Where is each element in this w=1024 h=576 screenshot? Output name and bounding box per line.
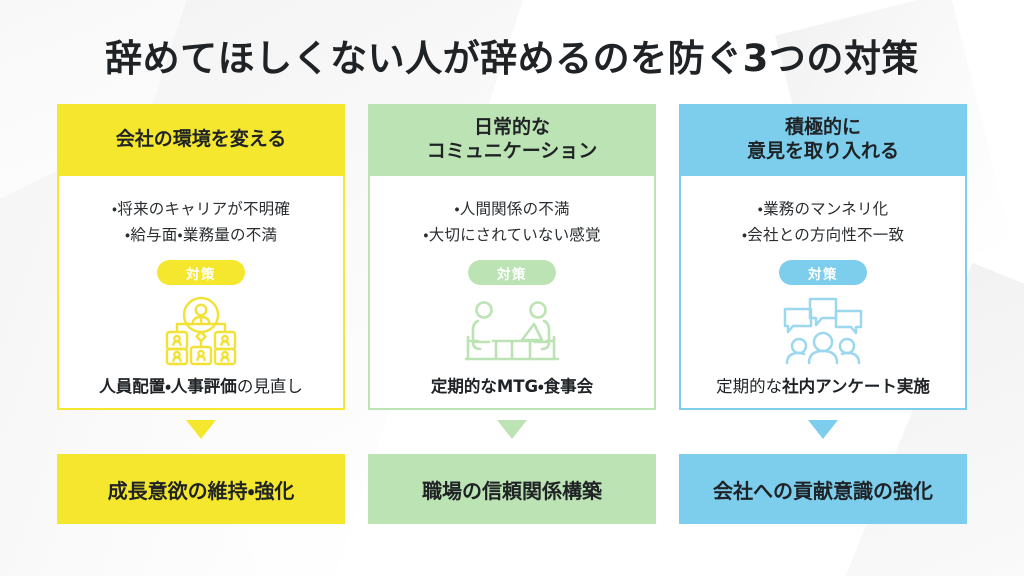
measure-column-3: 積極的に 意見を取り入れる ・業務のマンネリ化 ・会社との方向性不一致 対策 [679, 104, 967, 410]
arrow-slot-2 [368, 420, 656, 439]
solution-light: の見直し [236, 377, 303, 397]
measure-columns: 会社の環境を変える ・将来のキャリアが不明確 ・給与面・業務量の不満 対策 [57, 104, 967, 410]
solution-text-2: 定期的なMTG・食事会 [431, 373, 593, 397]
measure-card-1: 会社の環境を変える ・将来のキャリアが不明確 ・給与面・業務量の不満 対策 [57, 104, 345, 410]
card-header-line: 会社の環境を変える [115, 128, 287, 151]
solution-text-1: 人員配置・人事評価の見直し [99, 373, 303, 397]
solution-text-3: 定期的な社内アンケート実施 [716, 373, 930, 397]
down-arrow-icon-2 [497, 420, 527, 439]
result-box-1: 成長意欲の維持・強化 [57, 454, 345, 524]
icon-wrap-2 [462, 293, 562, 369]
card-body-3: ・業務のマンネリ化 ・会社との方向性不一致 対策 [681, 176, 965, 408]
issue-item: ・給与面・業務量の不満 [124, 225, 278, 244]
arrow-slot-1 [57, 420, 345, 439]
issue-item: ・人間関係の不満 [454, 200, 570, 218]
solution-strong: 定期的なMTG・食事会 [430, 377, 594, 397]
measure-card-2: 日常的な コミュニケーション ・人間関係の不満 ・大切にされていない感覚 対策 [368, 104, 656, 410]
card-header-2: 日常的な コミュニケーション [370, 104, 654, 176]
card-body-1: ・将来のキャリアが不明確 ・給与面・業務量の不満 対策 [59, 176, 343, 408]
card-header-line: コミュニケーション [426, 140, 598, 162]
result-row: 成長意欲の維持・強化 職場の信頼関係構築 会社への貢献意識の強化 [57, 454, 967, 524]
survey-speech-bubbles-icon [783, 298, 863, 365]
issue-item: ・業務のマンネリ化 [757, 200, 889, 218]
measure-column-1: 会社の環境を変える ・将来のキャリアが不明確 ・給与面・業務量の不満 対策 [57, 104, 345, 410]
issue-item: ・大切にされていない感覚 [423, 225, 601, 244]
measure-card-3: 積極的に 意見を取り入れる ・業務のマンネリ化 ・会社との方向性不一致 対策 [679, 104, 967, 410]
card-header-3: 積極的に 意見を取り入れる [681, 104, 965, 176]
solution-strong: 社内アンケート実施 [782, 377, 930, 397]
meeting-table-icon [464, 301, 560, 361]
issue-item: ・将来のキャリアが不明確 [111, 200, 291, 218]
org-chart-icon [165, 297, 237, 366]
arrow-row [57, 420, 967, 439]
issue-item: ・会社との方向性不一致 [741, 225, 905, 244]
result-box-3: 会社への貢献意識の強化 [679, 454, 967, 524]
countermeasure-badge-1: 対策 [157, 260, 245, 286]
down-arrow-icon-1 [186, 420, 216, 439]
card-header-line: 積極的に [784, 116, 861, 139]
icon-wrap-1 [163, 293, 239, 369]
measure-column-2: 日常的な コミュニケーション ・人間関係の不満 ・大切にされていない感覚 対策 [368, 104, 656, 410]
arrow-slot-3 [679, 420, 967, 439]
issue-list-1: ・将来のキャリアが不明確 ・給与面・業務量の不満 [112, 197, 290, 248]
issue-list-2: ・人間関係の不満 ・大切にされていない感覚 [423, 197, 600, 248]
solution-light: 定期的な [716, 377, 783, 397]
card-header-line: 意見を取り入れる [746, 140, 899, 162]
down-arrow-icon-3 [808, 420, 838, 439]
card-body-2: ・人間関係の不満 ・大切にされていない感覚 対策 [370, 176, 654, 408]
result-box-2: 職場の信頼関係構築 [368, 454, 656, 524]
countermeasure-badge-2: 対策 [468, 260, 556, 286]
issue-list-3: ・業務のマンネリ化 ・会社との方向性不一致 [742, 197, 904, 248]
card-header-1: 会社の環境を変える [59, 104, 343, 176]
page-title: 辞めてほしくない人が辞めるのを防ぐ3つの対策 [105, 37, 919, 80]
icon-wrap-3 [779, 293, 867, 369]
solution-strong: 人員配置・人事評価 [99, 377, 237, 397]
countermeasure-badge-3: 対策 [779, 260, 867, 286]
card-header-line: 日常的な [473, 116, 550, 139]
